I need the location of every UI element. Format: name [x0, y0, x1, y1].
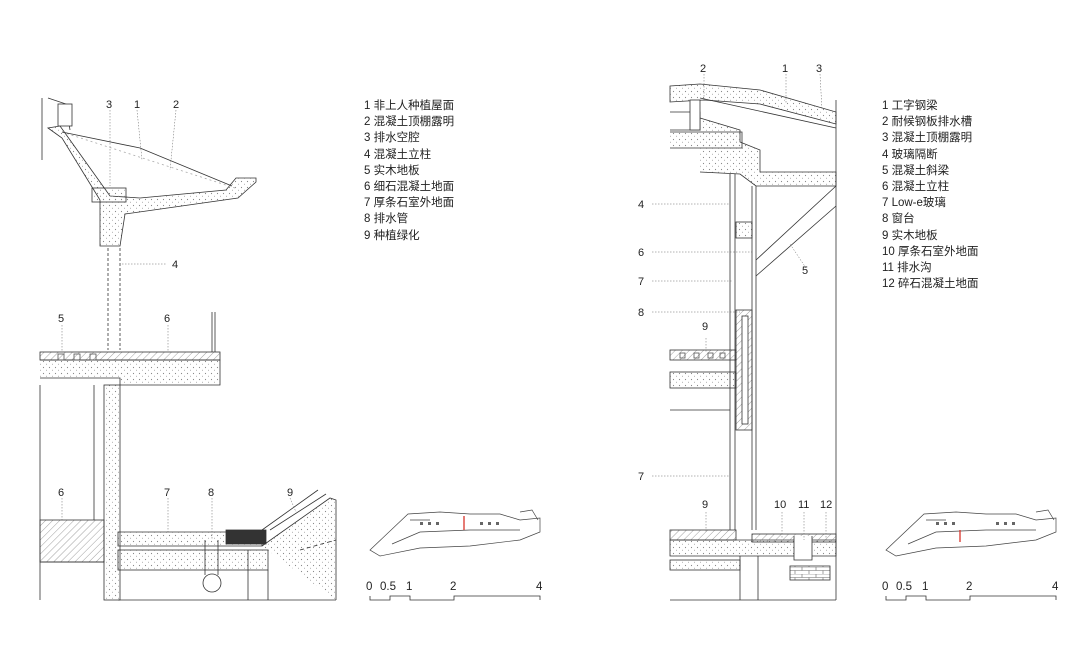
callout-r11: 11 [798, 499, 809, 511]
legend-left: 1 非上人种植屋面 2 混凝土顶棚露明 3 排水空腔 4 混凝土立柱 5 实木地… [364, 98, 454, 244]
legend-item: 9 实木地板 [882, 229, 938, 242]
callout-8: 8 [208, 487, 214, 499]
callout-r12: 12 [820, 499, 832, 511]
callout-2: 2 [173, 99, 179, 111]
legend-item: 1 工字钢梁 [882, 100, 938, 112]
legend-item: 3 混凝土顶棚露明 [882, 132, 973, 145]
callout-3: 3 [106, 99, 112, 111]
callout-r6: 6 [638, 247, 644, 259]
svg-text:1: 1 [406, 581, 412, 593]
right-callouts: 2 1 3 4 6 5 7 8 9 7 9 10 11 12 [638, 63, 832, 511]
svg-text:2: 2 [450, 581, 456, 593]
callout-r2: 2 [700, 63, 706, 75]
legend-item: 12 碎石混凝土地面 [882, 278, 979, 291]
callout-r4: 4 [638, 199, 644, 211]
callout-r7b: 7 [638, 471, 644, 483]
callout-6: 6 [164, 313, 170, 325]
right-section-drawing [652, 73, 837, 601]
svg-text:2: 2 [966, 581, 972, 593]
legend-item: 10 厚条石室外地面 [882, 245, 979, 258]
legend-item: 4 混凝土立柱 [364, 148, 432, 161]
right-scale-bar: 0 0.5 1 2 4 [882, 581, 1059, 601]
left-section-drawing [39, 97, 337, 601]
callout-r1: 1 [782, 63, 788, 75]
legend-item: 6 混凝土立柱 [882, 181, 950, 194]
callout-4: 4 [172, 259, 178, 271]
legend-item: 4 玻璃隔断 [882, 148, 938, 161]
callout-r8: 8 [638, 307, 644, 319]
callout-r9b: 9 [702, 499, 708, 511]
svg-text:0.5: 0.5 [896, 581, 912, 593]
legend-item: 8 窗台 [882, 213, 915, 226]
left-key-plan [369, 509, 541, 557]
svg-text:0.5: 0.5 [380, 581, 396, 593]
svg-text:0: 0 [366, 581, 372, 593]
legend-item: 7 Low-e玻璃 [882, 197, 946, 210]
legend-item: 5 混凝土斜梁 [882, 164, 950, 177]
legend-item: 6 细石混凝土地面 [364, 181, 455, 194]
svg-text:0: 0 [882, 581, 888, 593]
callout-r3: 3 [816, 63, 822, 75]
callout-r5: 5 [802, 265, 808, 277]
callout-5: 5 [58, 313, 64, 325]
legend-item: 7 厚条石室外地面 [364, 197, 455, 210]
legend-right: 1 工字钢梁 2 耐候钢板排水槽 3 混凝土顶棚露明 4 玻璃隔断 5 混凝土斜… [882, 98, 979, 292]
callout-6b: 6 [58, 487, 64, 499]
legend-item: 1 非上人种植屋面 [364, 100, 455, 112]
legend-item: 9 种植绿化 [364, 229, 420, 242]
legend-item: 5 实木地板 [364, 164, 420, 177]
callout-r10: 10 [774, 499, 786, 511]
callout-9: 9 [287, 487, 293, 499]
legend-item: 11 排水沟 [882, 262, 932, 275]
right-key-plan [885, 509, 1057, 557]
legend-item: 2 混凝土顶棚露明 [364, 116, 455, 129]
callout-r7: 7 [638, 276, 644, 288]
legend-item: 2 耐候钢板排水槽 [882, 116, 973, 129]
svg-text:4: 4 [1052, 581, 1059, 593]
callout-r9: 9 [702, 321, 708, 333]
callout-7: 7 [164, 487, 170, 499]
svg-text:4: 4 [536, 581, 543, 593]
left-callouts: 3 1 2 4 5 6 6 7 8 9 [58, 99, 293, 499]
legend-item: 3 排水空腔 [364, 132, 420, 145]
legend-item: 8 排水管 [364, 213, 409, 226]
left-scale-bar: 0 0.5 1 2 4 [366, 581, 543, 601]
svg-text:1: 1 [922, 581, 928, 593]
callout-1: 1 [134, 99, 140, 111]
